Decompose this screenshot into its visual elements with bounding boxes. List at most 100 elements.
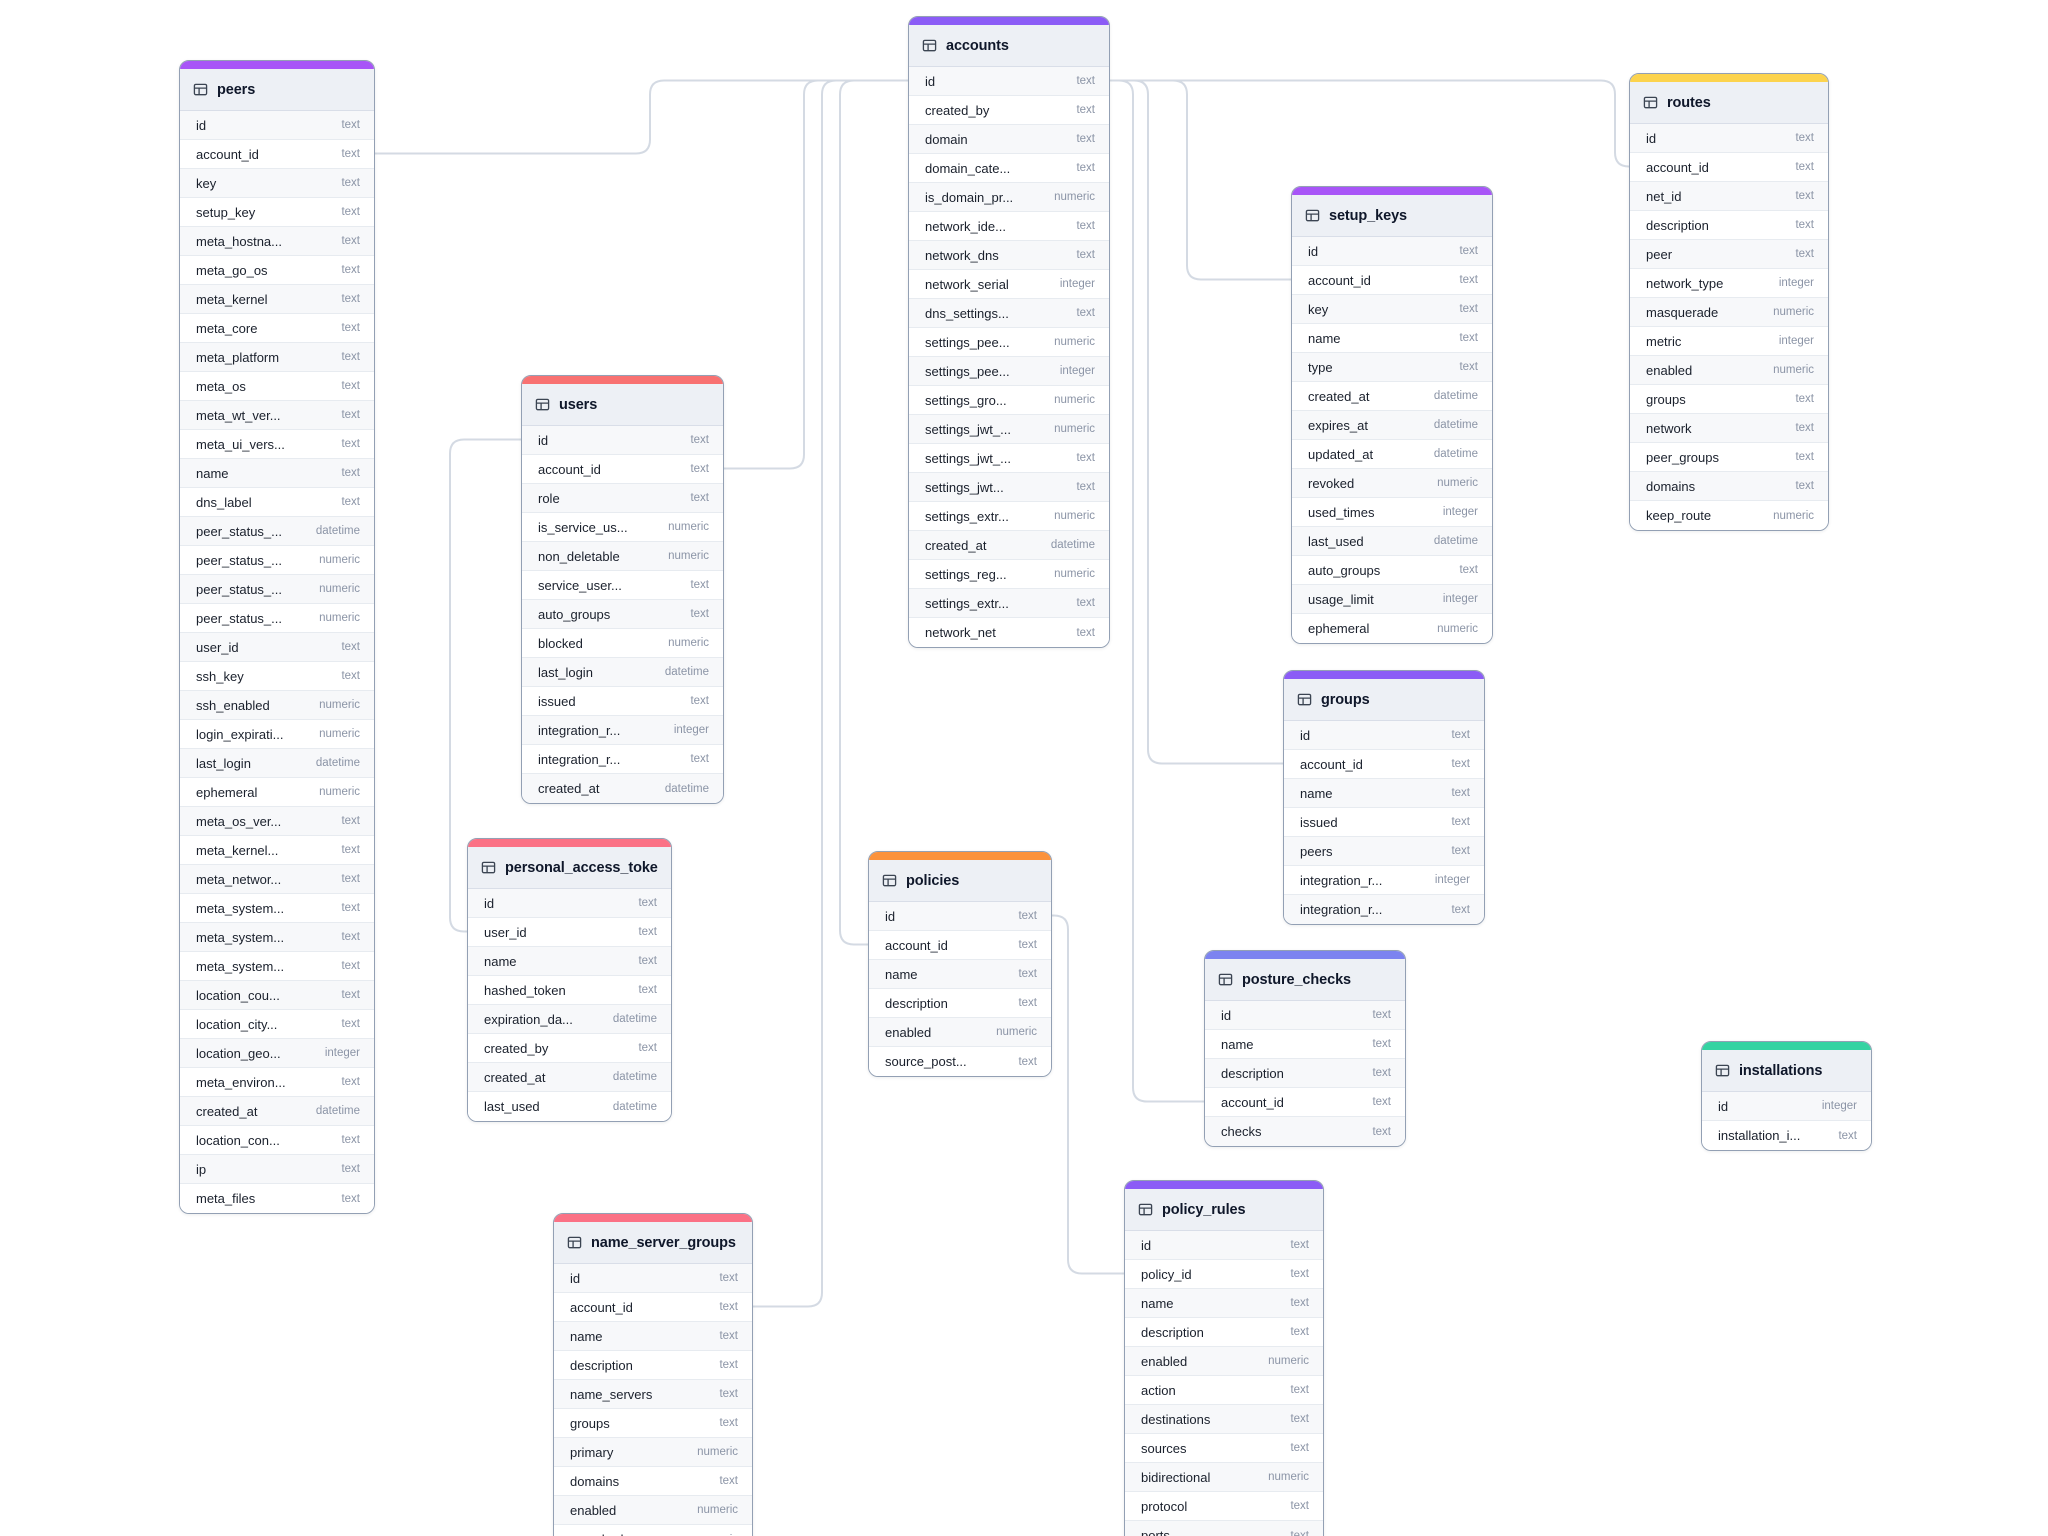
table-field-row[interactable]: meta_networ...text — [180, 865, 374, 894]
table-field-row[interactable]: meta_system...text — [180, 952, 374, 981]
table-field-row[interactable]: meta_hostna...text — [180, 227, 374, 256]
table-field-row[interactable]: location_con...text — [180, 1126, 374, 1155]
table-header[interactable]: posture_checks — [1205, 959, 1405, 1001]
table-header[interactable]: routes — [1630, 82, 1828, 124]
table-field-row[interactable]: settings_extr...text — [909, 589, 1109, 618]
table-field-row[interactable]: installation_i...text — [1702, 1121, 1871, 1150]
table-field-row[interactable]: is_domain_pr...numeric — [909, 183, 1109, 212]
table-header[interactable]: policies — [869, 860, 1051, 902]
table-field-row[interactable]: service_user...text — [522, 571, 723, 600]
table-field-row[interactable]: peer_status_...numeric — [180, 575, 374, 604]
table-header[interactable]: accounts — [909, 25, 1109, 67]
table-field-row[interactable]: meta_wt_ver...text — [180, 401, 374, 430]
table-field-row[interactable]: integration_r...integer — [1284, 866, 1484, 895]
table-field-row[interactable]: settings_jwt_...numeric — [909, 415, 1109, 444]
table-field-row[interactable]: meta_environ...text — [180, 1068, 374, 1097]
table-header[interactable]: installations — [1702, 1050, 1871, 1092]
table-field-row[interactable]: settings_pee...numeric — [909, 328, 1109, 357]
table-field-row[interactable]: is_service_us...numeric — [522, 513, 723, 542]
table-field-row[interactable]: search_doma...numeric — [554, 1525, 752, 1536]
table-header[interactable]: setup_keys — [1292, 195, 1492, 237]
table-field-row[interactable]: location_geo...integer — [180, 1039, 374, 1068]
table-field-row[interactable]: integration_r...text — [522, 745, 723, 774]
table-field-row[interactable]: meta_os_ver...text — [180, 807, 374, 836]
table-field-row[interactable]: meta_kernel...text — [180, 836, 374, 865]
table-header[interactable]: groups — [1284, 679, 1484, 721]
table-field-row[interactable]: meta_system...text — [180, 894, 374, 923]
table-field-row[interactable]: peer_status_...numeric — [180, 546, 374, 575]
table-field-row[interactable]: domain_cate...text — [909, 154, 1109, 183]
table-field-row[interactable]: peer_status_...numeric — [180, 604, 374, 633]
table-field-row[interactable]: settings_gro...numeric — [909, 386, 1109, 415]
table-field-row[interactable]: network_ide...text — [909, 212, 1109, 241]
table-field-row[interactable]: settings_jwt...text — [909, 473, 1109, 502]
table-field-row[interactable]: integration_r...text — [1284, 895, 1484, 924]
